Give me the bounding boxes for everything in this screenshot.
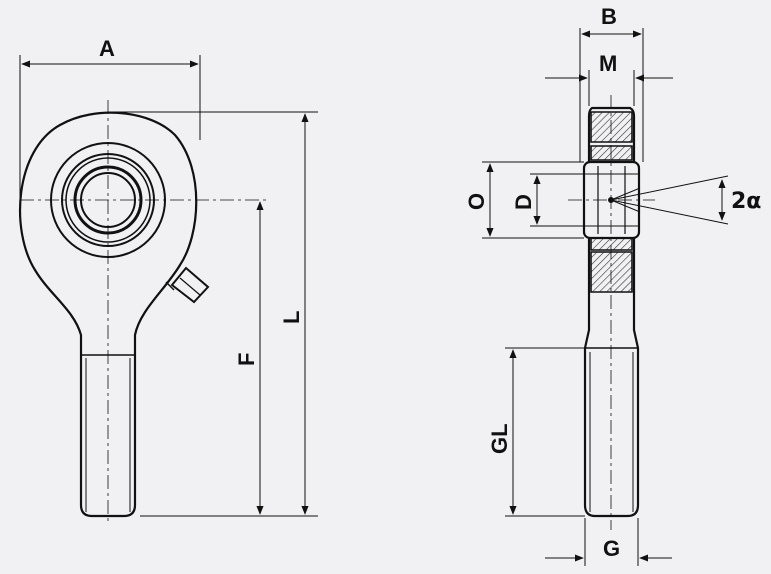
side-housing-outline: [583, 106, 640, 518]
label-gl: GL: [487, 423, 512, 454]
dimension-gl: [505, 347, 585, 517]
label-two-alpha: 2α: [731, 189, 761, 214]
label-b: B: [601, 4, 617, 29]
dimension-g: [545, 518, 672, 566]
front-view: [19, 55, 318, 525]
grease-nipple: [165, 266, 210, 304]
dimension-a: [19, 55, 201, 200]
threaded-shank: [79, 355, 137, 518]
side-view: [482, 28, 729, 566]
label-g: G: [603, 536, 620, 561]
label-o: O: [464, 193, 489, 210]
eye-housing-outline: [19, 111, 198, 355]
dimension-o: [482, 161, 584, 239]
dimension-m: [545, 70, 673, 106]
label-d: D: [511, 194, 536, 210]
hatch-lower-body: [590, 251, 633, 293]
tilt-angle-lines: [610, 175, 729, 225]
hatch-upper-ring: [590, 145, 633, 161]
label-m: M: [599, 51, 617, 76]
dimension-b: [579, 28, 644, 162]
label-f: F: [234, 353, 259, 366]
label-l: L: [279, 311, 304, 324]
label-a: A: [99, 36, 115, 61]
hatch-lower-ring: [590, 237, 633, 251]
hatch-top: [590, 111, 633, 143]
dimension-l: [108, 111, 318, 517]
dimension-d: [530, 173, 584, 227]
